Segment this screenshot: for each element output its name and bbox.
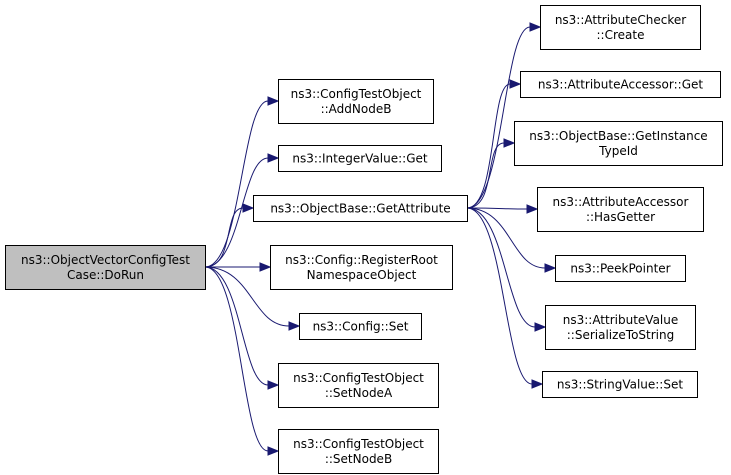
- node-label: ns3::Config::Set: [313, 320, 409, 334]
- nodes-layer: ns3::ObjectVectorConfigTestCase::DoRunns…: [5, 5, 723, 474]
- node-box: [278, 145, 442, 172]
- node-config-set[interactable]: ns3::Config::Set: [299, 313, 422, 340]
- node-box: [270, 245, 453, 290]
- node-box: [540, 5, 701, 50]
- edge-root-to-set_node_b: [204, 266, 280, 456]
- node-string-value-set[interactable]: ns3::StringValue::Set: [542, 371, 698, 398]
- edge-get_attribute-to-string_value_set: [466, 207, 544, 389]
- node-box: [278, 429, 439, 474]
- edge-line: [204, 100, 269, 268]
- node-label: ::SetNodeB: [325, 452, 392, 466]
- arrowhead-icon: [267, 96, 280, 106]
- edge-root-to-get_attribute: [204, 203, 255, 268]
- edge-get_attribute-to-checker_create: [466, 22, 542, 209]
- arrowhead-icon: [267, 153, 280, 163]
- node-label: ::AddNodeB: [321, 102, 392, 116]
- edge-line: [466, 83, 511, 209]
- node-set-node-a[interactable]: ns3::ConfigTestObject::SetNodeA: [278, 363, 439, 408]
- node-box: [278, 363, 439, 408]
- node-set-node-b[interactable]: ns3::ConfigTestObject::SetNodeB: [278, 429, 439, 474]
- node-label: ::HasGetter: [586, 210, 655, 224]
- node-label: ns3::StringValue::Set: [557, 378, 683, 392]
- node-label: ns3::ObjectVectorConfigTest: [21, 253, 190, 267]
- edge-get_attribute-to-peek_pointer: [466, 207, 557, 273]
- node-label: ns3::AttributeAccessor: [553, 195, 689, 209]
- edge-root-to-add_node_b: [204, 96, 280, 268]
- node-add-node-b[interactable]: ns3::ConfigTestObject::AddNodeB: [278, 79, 434, 124]
- node-integer-value-get[interactable]: ns3::IntegerValue::Get: [278, 145, 442, 172]
- node-label: ns3::PeekPointer: [570, 262, 670, 276]
- node-box: [537, 187, 704, 232]
- edge-line: [466, 142, 505, 209]
- edge-line: [466, 207, 533, 385]
- edge-line: [466, 207, 528, 210]
- arrowhead-icon: [288, 321, 301, 331]
- node-label: ns3::IntegerValue::Get: [292, 152, 427, 166]
- edges-layer: [204, 22, 557, 456]
- node-label: ns3::AttributeAccessor::Get: [538, 78, 703, 92]
- node-box: [5, 245, 206, 290]
- edge-line: [466, 207, 536, 328]
- node-label: ns3::ObjectBase::GetAttribute: [270, 202, 450, 216]
- edge-line: [466, 26, 531, 209]
- node-label: TypeId: [598, 144, 638, 158]
- node-checker-create[interactable]: ns3::AttributeChecker::Create: [540, 5, 701, 50]
- edge-line: [204, 266, 269, 452]
- node-get-attribute[interactable]: ns3::ObjectBase::GetAttribute: [253, 195, 468, 222]
- node-box: [514, 121, 723, 166]
- edge-line: [204, 266, 290, 327]
- node-box: [542, 371, 698, 398]
- node-label: ns3::ConfigTestObject: [293, 437, 424, 451]
- node-label: NamespaceObject: [307, 268, 417, 282]
- arrowhead-icon: [526, 204, 539, 214]
- node-label: ::SerializeToString: [567, 328, 675, 342]
- edge-get_attribute-to-has_getter: [466, 204, 539, 214]
- node-box: [545, 305, 696, 350]
- node-box: [278, 79, 434, 124]
- arrowhead-icon: [503, 138, 516, 148]
- node-box: [253, 195, 468, 222]
- arrowhead-icon: [531, 379, 544, 389]
- node-accessor-get[interactable]: ns3::AttributeAccessor::Get: [520, 71, 721, 98]
- node-has-getter[interactable]: ns3::AttributeAccessor::HasGetter: [537, 187, 704, 232]
- arrowhead-icon: [529, 22, 542, 32]
- node-label: ns3::Config::RegisterRoot: [285, 253, 438, 267]
- node-label: ::SetNodeA: [325, 386, 393, 400]
- arrowhead-icon: [267, 446, 280, 456]
- node-label: ns3::ConfigTestObject: [291, 87, 422, 101]
- arrowhead-icon: [242, 203, 255, 213]
- arrowhead-icon: [544, 263, 557, 273]
- node-label: ns3::AttributeChecker: [555, 13, 686, 27]
- edge-root-to-register_root: [204, 262, 272, 272]
- edge-line: [466, 207, 546, 269]
- edge-root-to-set_node_a: [204, 266, 280, 390]
- arrowhead-icon: [259, 262, 272, 272]
- node-serialize-to-string[interactable]: ns3::AttributeValue::SerializeToString: [545, 305, 696, 350]
- node-box: [520, 71, 721, 98]
- edge-get_attribute-to-get_instance_typeid: [466, 138, 516, 209]
- node-label: ns3::AttributeValue: [563, 313, 679, 327]
- node-label: Case::DoRun: [67, 268, 144, 282]
- arrowhead-icon: [267, 380, 280, 390]
- node-label: ns3::ObjectBase::GetInstance: [529, 129, 707, 143]
- node-box: [555, 255, 686, 282]
- edge-get_attribute-to-serialize_to_string: [466, 207, 547, 332]
- edge-get_attribute-to-accessor_get: [466, 79, 522, 209]
- edge-line: [204, 266, 269, 386]
- edge-root-to-config_set: [204, 266, 301, 331]
- arrowhead-icon: [509, 79, 522, 89]
- node-label: ::Create: [597, 28, 645, 42]
- node-peek-pointer[interactable]: ns3::PeekPointer: [555, 255, 686, 282]
- edge-line: [204, 207, 244, 268]
- node-label: ns3::ConfigTestObject: [293, 371, 424, 385]
- node-box: [299, 313, 422, 340]
- arrowhead-icon: [534, 322, 547, 332]
